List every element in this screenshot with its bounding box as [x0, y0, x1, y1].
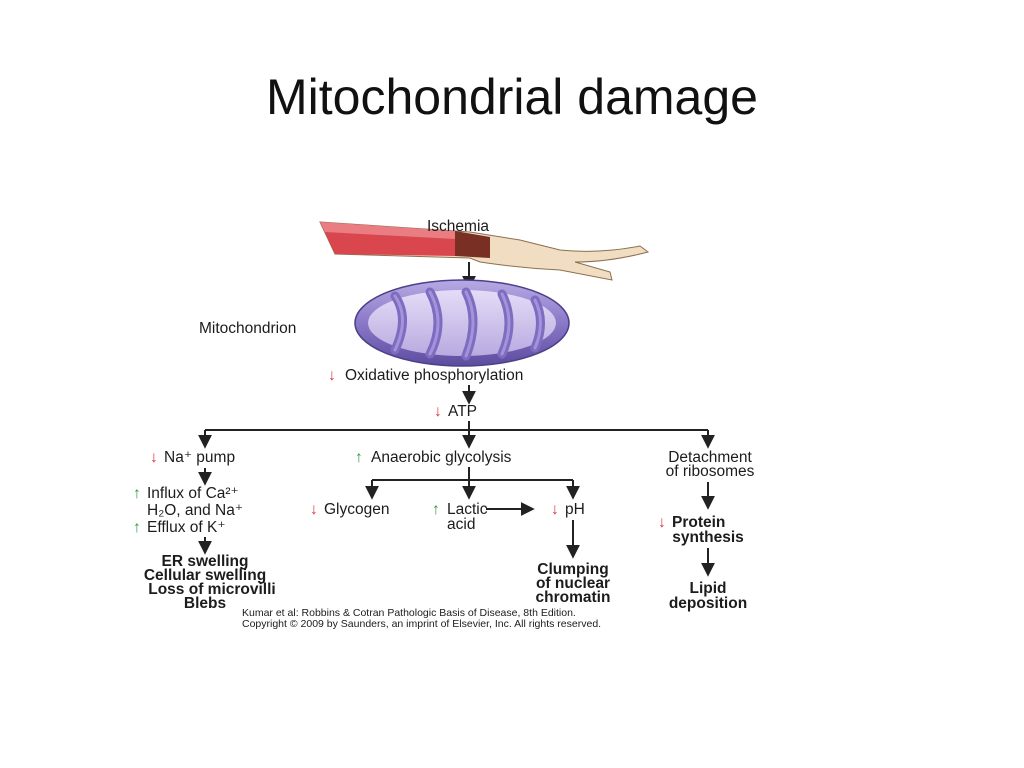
clumping-line2: of nuclear — [536, 575, 610, 592]
artery-illustration — [319, 221, 650, 281]
anaerobic-label: Anaerobic glycolysis — [371, 449, 512, 466]
protein-line2: synthesis — [672, 529, 744, 546]
branch-connector-glycolysis — [372, 467, 573, 481]
na-pump-label: Na⁺ pump — [164, 449, 235, 466]
lipid-line1: Lipid — [689, 580, 726, 597]
loss-microvilli-label: Loss of microvilli — [148, 581, 275, 598]
mitochondrion-label: Mitochondrion — [199, 320, 296, 337]
influx-line2: H₂O, and Na⁺ — [147, 502, 243, 519]
ischemia-label: Ischemia — [427, 218, 489, 235]
up-arrow-icon: ↑ — [355, 449, 363, 466]
glycogen-label: Glycogen — [324, 501, 389, 518]
atp-label: ATP — [448, 403, 477, 420]
down-arrow-icon: ↓ — [658, 514, 666, 531]
down-arrow-icon: ↓ — [551, 501, 559, 518]
down-arrow-icon: ↓ — [310, 501, 318, 518]
clumping-line1: Clumping — [537, 561, 608, 578]
influx-line1: Influx of Ca²⁺ — [147, 485, 239, 502]
down-arrow-icon: ↓ — [434, 403, 442, 420]
lactic-line2: acid — [447, 516, 475, 533]
up-arrow-icon: ↑ — [133, 485, 141, 502]
lactic-line1: Lactic — [447, 501, 488, 518]
citation-line2: Copyright © 2009 by Saunders, an imprint… — [242, 618, 601, 630]
er-swelling-label: ER swelling — [162, 553, 249, 570]
slide-title: Mitochondrial damage — [266, 69, 758, 125]
down-arrow-icon: ↓ — [150, 449, 158, 466]
efflux-label: Efflux of K⁺ — [147, 519, 226, 536]
detachment-line1: Detachment — [668, 449, 752, 466]
protein-line1: Protein — [672, 514, 725, 531]
detachment-line2: of ribosomes — [666, 463, 755, 480]
up-arrow-icon: ↑ — [133, 519, 141, 536]
blebs-label: Blebs — [184, 595, 226, 612]
branch-connector-atp — [205, 421, 708, 431]
mitochondrion-illustration — [354, 279, 570, 367]
cellular-swelling-label: Cellular swelling — [144, 567, 266, 584]
lipid-line2: deposition — [669, 595, 747, 612]
down-arrow-icon: ↓ — [328, 367, 336, 384]
up-arrow-icon: ↑ — [432, 501, 440, 518]
citation-line1: Kumar et al: Robbins & Cotran Pathologic… — [242, 607, 576, 619]
clumping-line3: chromatin — [536, 589, 611, 606]
ph-label: pH — [565, 501, 585, 518]
oxphos-label: Oxidative phosphorylation — [345, 367, 523, 384]
